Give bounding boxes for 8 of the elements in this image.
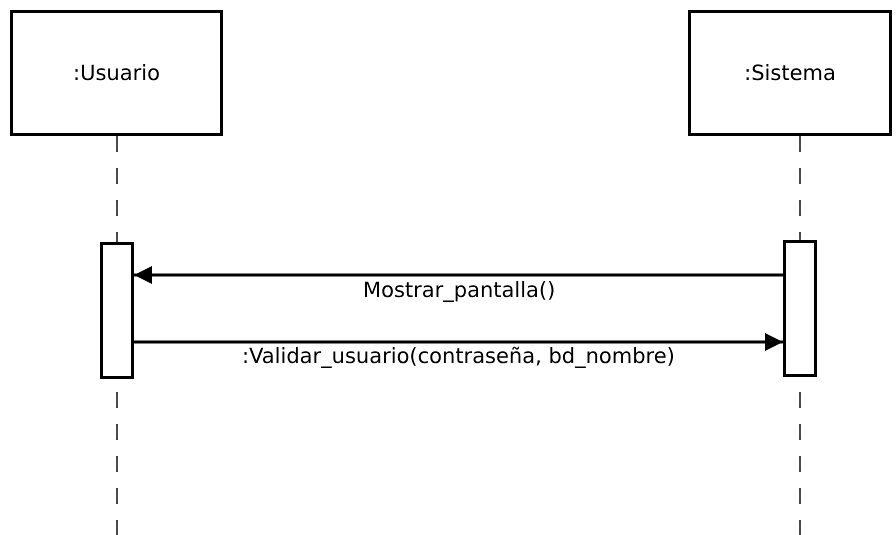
message-arrow [134, 266, 783, 284]
message-arrow [134, 333, 783, 351]
actor-box [10, 10, 223, 136]
actor-box [688, 10, 892, 136]
actor-name: :Usuario [73, 61, 160, 85]
activation-bar [100, 242, 134, 379]
actor-name: :Sistema [744, 61, 836, 85]
activation-bar [783, 240, 817, 377]
